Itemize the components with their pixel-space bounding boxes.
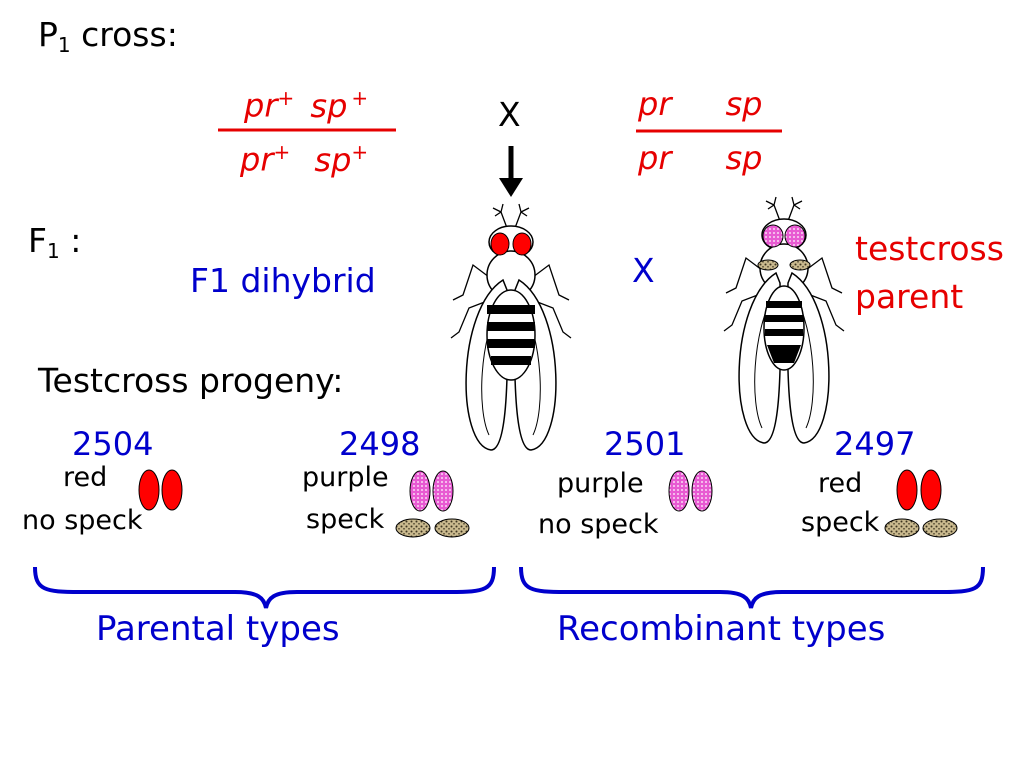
testcross-progeny-label: Testcross progeny: <box>38 361 344 400</box>
recombinant-brace <box>519 566 985 609</box>
f1-fly-icon <box>450 203 572 451</box>
progeny-4-count: 2497 <box>834 425 916 463</box>
recombinant-types-label: Recombinant types <box>557 609 886 649</box>
progeny-3-eyes-icon <box>668 470 713 512</box>
f1-dihybrid-label: F1 dihybrid <box>190 261 376 300</box>
progeny-4-eyes-icon <box>896 469 942 511</box>
progeny-2-speck-icon <box>395 518 470 538</box>
parental-brace <box>33 566 496 609</box>
progeny-4-phenotype-line1: red <box>818 468 863 499</box>
progeny-3-phenotype-line2: no speck <box>538 509 659 540</box>
progeny-2-phenotype-line1: purple <box>302 462 389 493</box>
testcross-parent-label-line2: parent <box>855 277 964 316</box>
parental-types-label: Parental types <box>96 609 340 649</box>
progeny-1-eyes-icon <box>138 469 183 511</box>
p1-cross-symbol: X <box>498 95 521 134</box>
f1-label: F1 : <box>28 221 82 263</box>
p1-cross-label: P1 cross: <box>38 15 178 57</box>
testcross-fly-icon <box>723 196 845 444</box>
down-arrow-icon <box>499 146 523 197</box>
progeny-3-phenotype-line1: purple <box>557 468 644 499</box>
progeny-1-count: 2504 <box>72 425 154 463</box>
progeny-2-phenotype-line2: speck <box>306 504 385 535</box>
testcross-parent-label-line1: testcross <box>855 229 1004 268</box>
progeny-4-speck-icon <box>884 518 958 538</box>
progeny-1-phenotype-line2: no speck <box>22 505 143 536</box>
progeny-2-count: 2498 <box>339 425 421 463</box>
p1-left-top-genotype: pr+ sp+ <box>244 86 369 125</box>
progeny-3-count: 2501 <box>604 425 686 463</box>
f1-cross-symbol: X <box>632 251 655 290</box>
progeny-1-phenotype-line1: red <box>63 462 108 493</box>
progeny-4-phenotype-line2: speck <box>801 507 880 538</box>
progeny-2-eyes-icon <box>409 470 454 512</box>
p1-left-bottom-genotype: pr+ sp+ <box>240 140 369 179</box>
